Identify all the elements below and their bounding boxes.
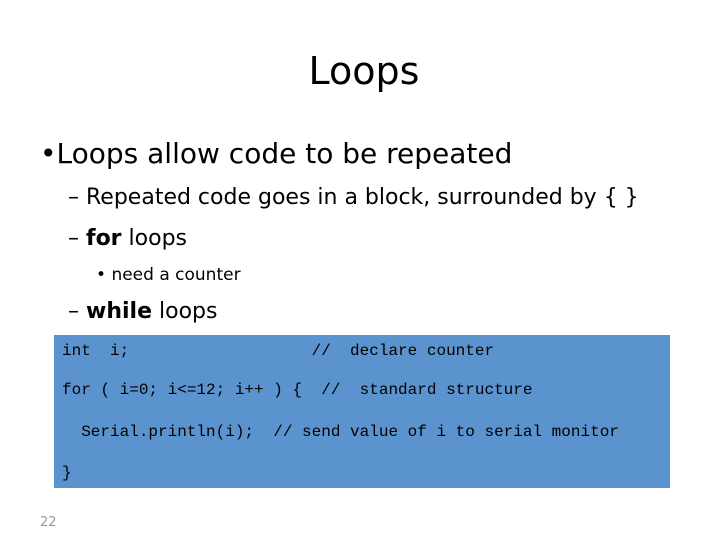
sub-bullet-block: – Repeated code goes in a block, surroun…: [68, 183, 639, 213]
slide-title: Loops: [308, 49, 420, 93]
code-line-4: }: [62, 464, 72, 482]
dash-marker: –: [68, 299, 79, 324]
keyword-for: for: [86, 226, 122, 251]
sub-sub-bullet-counter: • need a counter: [96, 263, 241, 287]
sub-bullet-for-loops: – for loops: [68, 224, 187, 254]
sub-bullet-while-loops: – while loops: [68, 297, 217, 327]
code-block: int i; // declare counter for ( i=0; i<=…: [54, 335, 670, 488]
page-number: 22: [40, 515, 57, 530]
dash-marker: –: [68, 185, 79, 210]
while-loops-text: loops: [152, 299, 218, 324]
bullet-loops-repeated: •Loops allow code to be repeated: [40, 137, 513, 170]
counter-text: need a counter: [111, 265, 241, 285]
keyword-while: while: [86, 299, 152, 324]
sub-bullet-block-text: Repeated code goes in a block, surrounde…: [86, 185, 639, 210]
bullet-dot-icon: •: [96, 265, 107, 285]
for-loops-text: loops: [121, 226, 187, 251]
code-line-2: for ( i=0; i<=12; i++ ) { // standard st…: [62, 381, 533, 399]
dash-marker: –: [68, 226, 79, 251]
code-line-1: int i; // declare counter: [62, 342, 495, 360]
code-line-3: Serial.println(i); // send value of i to…: [62, 423, 619, 441]
